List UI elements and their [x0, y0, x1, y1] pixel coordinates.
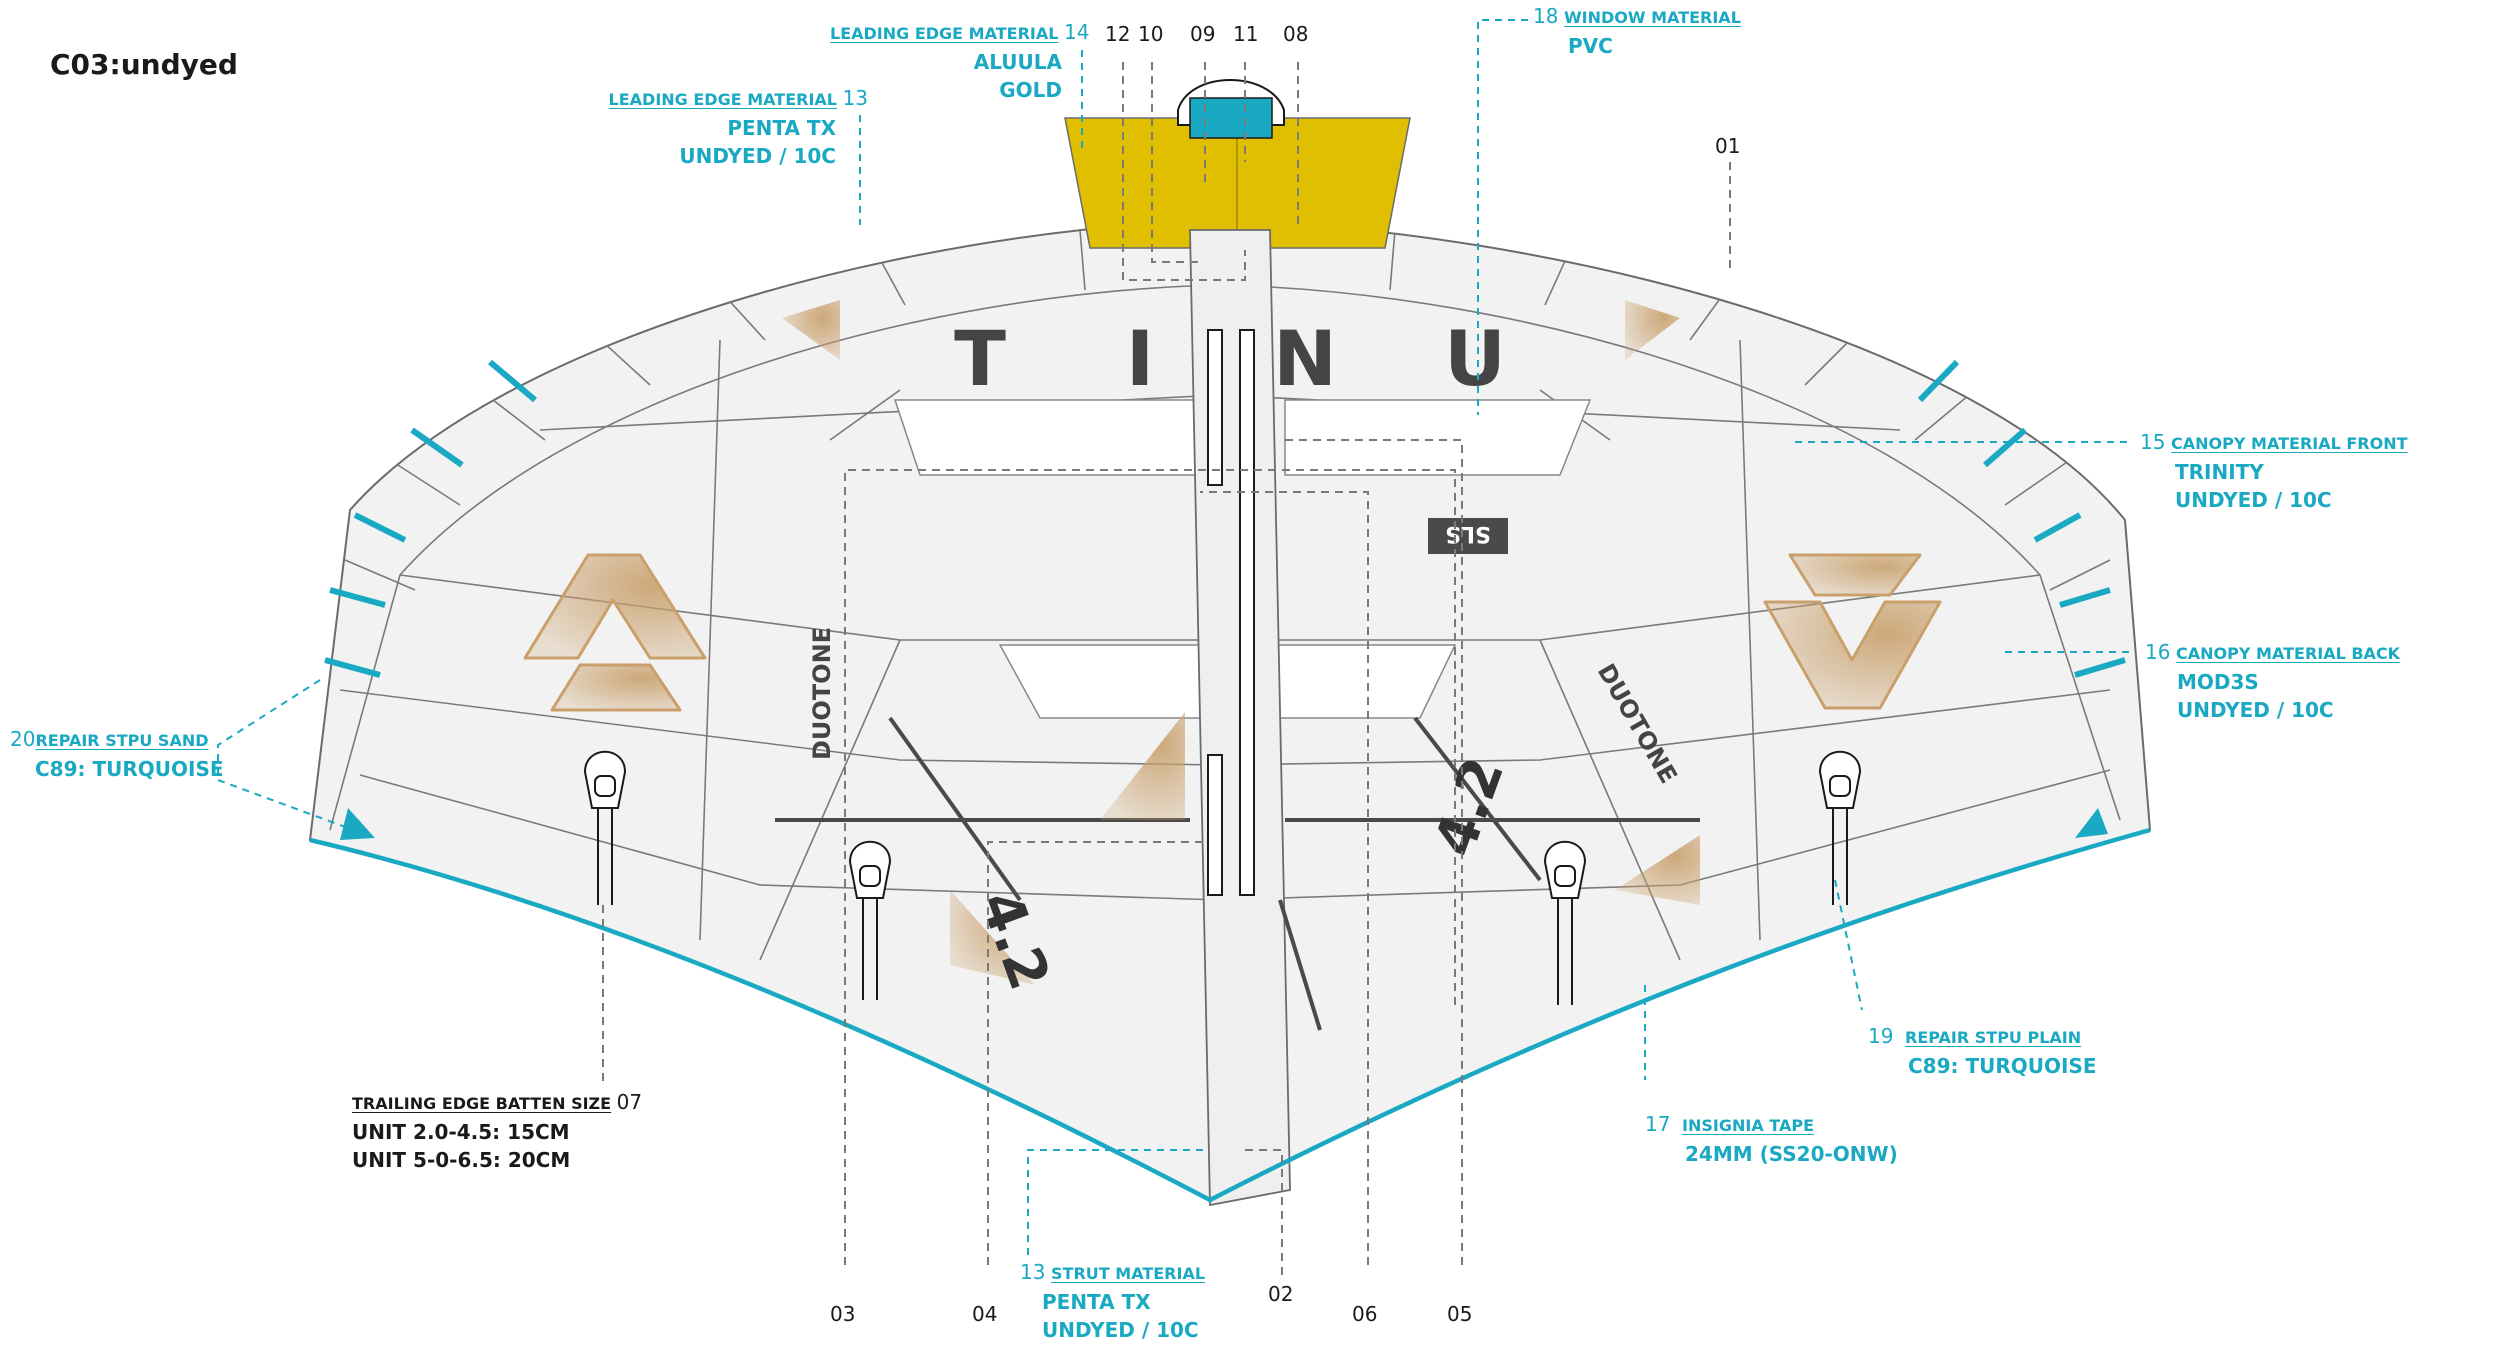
sand-patch-5: [950, 890, 1035, 985]
logo-mark-right-bottom: [1763, 600, 1942, 710]
leader-12: [1122, 62, 1246, 281]
callout-08: 08: [1283, 22, 1309, 46]
label-repair-stpu-plain: 19 REPAIR STPU PLAIN C89: TURQUOISE: [1868, 1024, 2097, 1078]
logo-mark-right-top: [1788, 553, 1922, 597]
repair-triangle-left: [340, 808, 375, 840]
leader-06: [1200, 491, 1369, 1265]
handle-right-inner: [1543, 840, 1587, 1005]
leader-18: [1477, 19, 1528, 415]
label-canopy-back: 16 CANOPY MATERIAL BACK MOD3S UNDYED / 1…: [2145, 640, 2401, 722]
leader-10: [1151, 62, 1200, 263]
sand-patch-4: [1615, 835, 1700, 905]
sls-badge: [1428, 518, 1508, 554]
callout-11: 11: [1233, 22, 1259, 46]
leader-19: [1834, 879, 1863, 1011]
callout-02: 02: [1268, 1282, 1294, 1306]
callout-12: 12: [1105, 22, 1131, 46]
brand-letter-2: I: [1126, 314, 1154, 403]
handle-right-outer: [1818, 750, 1862, 905]
label-canopy-front: 15 CANOPY MATERIAL FRONT TRINITY UNDYED …: [2140, 430, 2408, 512]
handle-left-inner: [848, 840, 892, 1000]
callout-10: 10: [1138, 22, 1164, 46]
leader-04: [987, 841, 1205, 1265]
leader-03: [844, 469, 1456, 1265]
window-front: [893, 399, 1206, 476]
label-strut-material: 13 STRUT MATERIAL PENTA TX UNDYED / 10C: [1020, 1260, 1206, 1342]
handle-left-outer: [583, 750, 627, 905]
brand-letter-3: N: [1273, 314, 1337, 403]
callout-09: 09: [1190, 22, 1216, 46]
insignia-tape: [309, 827, 2151, 1203]
leader-20: [217, 679, 349, 829]
label-leading-edge-penta: LEADING EDGE MATERIAL 13 PENTA TX UNDYED…: [608, 86, 868, 168]
logo-mark-left-top: [523, 553, 707, 660]
sand-patch-1: [782, 300, 840, 360]
callout-03: 03: [830, 1302, 856, 1326]
logo-mark-left-bottom: [550, 663, 682, 712]
callout-01: 01: [1715, 134, 1741, 158]
brand-letter-1: T: [954, 314, 1006, 403]
le-ticks: [324, 359, 2126, 678]
label-trailing-edge-batten: TRAILING EDGE BATTEN SIZE 07 UNIT 2.0-4.…: [352, 1090, 643, 1172]
callout-04: 04: [972, 1302, 998, 1326]
brand-letter-4: U: [1444, 314, 1506, 403]
duotone-logo-left: DUOTONE: [808, 627, 836, 760]
sls-badge-text: SLS: [1445, 521, 1491, 546]
window-back-right: [1259, 644, 1457, 719]
leader-13-strut: [1027, 1149, 1205, 1255]
page-title: C03:undyed: [50, 48, 238, 81]
label-leading-edge-alula: LEADING EDGE MATERIAL 14 ALUULA GOLD: [830, 20, 1090, 102]
repair-triangle-right: [2075, 808, 2108, 838]
sand-patch-3: [1100, 712, 1185, 820]
callout-06: 06: [1352, 1302, 1378, 1326]
label-repair-stpu-sand: 20REPAIR STPU SAND C89: TURQUOISE: [10, 727, 224, 781]
sand-patch-2: [1625, 300, 1680, 360]
window-front-right: [1284, 399, 1592, 476]
label-insignia-tape: 17 INSIGNIA TAPE 24MM (SS20-ONW): [1645, 1112, 1898, 1166]
label-window-material: 18 WINDOW MATERIAL PVC: [1533, 4, 1741, 58]
leading-edge-inner: [329, 284, 1221, 831]
callout-05: 05: [1447, 1302, 1473, 1326]
